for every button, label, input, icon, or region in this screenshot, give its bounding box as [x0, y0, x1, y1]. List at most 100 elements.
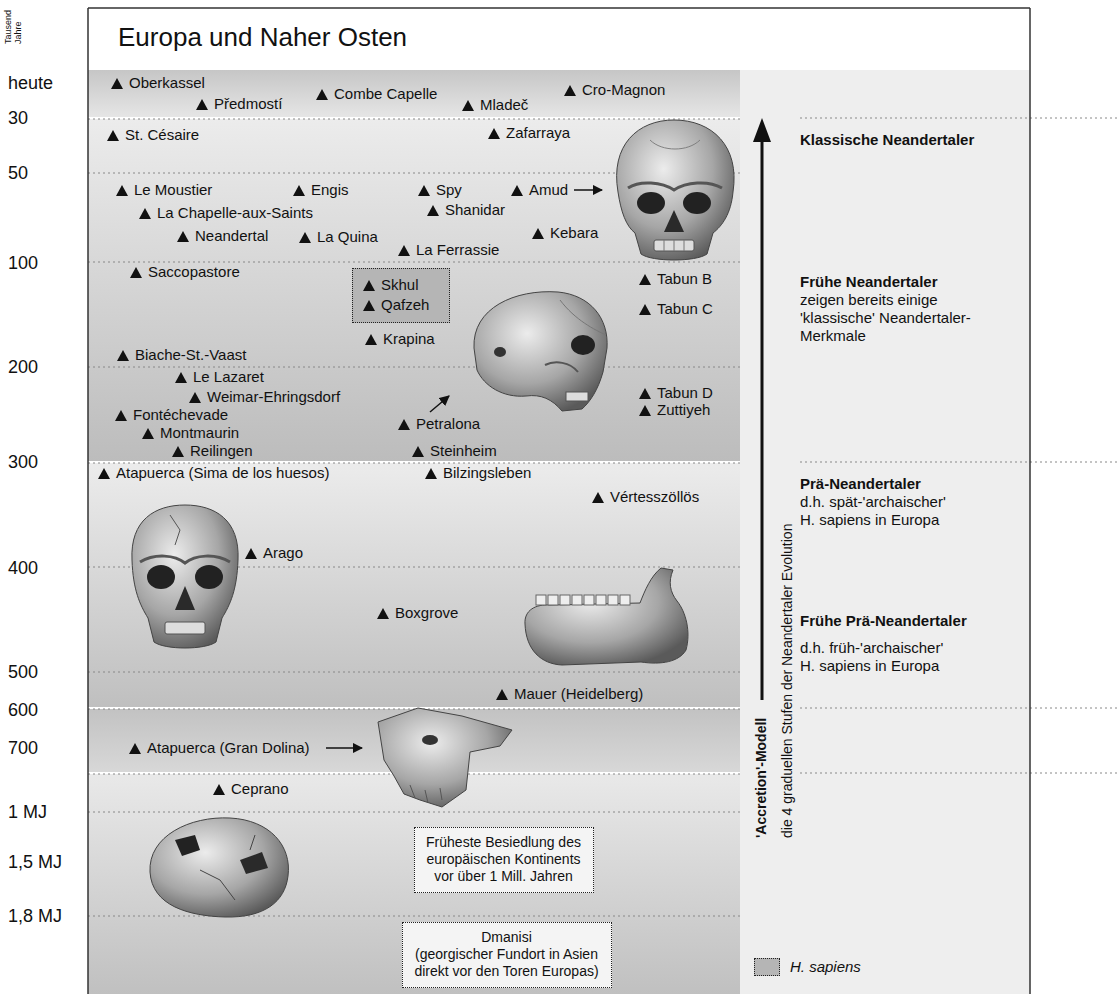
note-box: Früheste Besiedlung des europäischen Kon… [414, 827, 594, 893]
time-band [88, 70, 740, 118]
tooth [608, 595, 618, 605]
site-triangle [111, 78, 123, 89]
axis-header: Tausend Jahre [3, 4, 23, 44]
site-marker [172, 446, 184, 457]
site-triangle [639, 405, 651, 416]
axis-value: 1,5 MJ [8, 852, 62, 872]
site-label: St. Césaire [107, 126, 199, 144]
site-marker [299, 232, 311, 243]
site-triangle [107, 130, 119, 141]
site-label: Tabun B [639, 270, 712, 288]
site-triangle [196, 99, 208, 110]
site-label: Engis [293, 181, 349, 199]
axis-value: 50 [8, 163, 28, 183]
site-marker [139, 208, 151, 219]
text-row: (georgischer Fundort in Asien direkt vor… [413, 946, 600, 980]
site-triangle [365, 334, 377, 345]
note-box: Dmanisi(georgischer Fundort in Asien dir… [402, 922, 612, 988]
band-separator [88, 117, 740, 119]
site-name: Montmaurin [160, 424, 239, 442]
mandible-teeth [536, 595, 630, 605]
site-marker [115, 410, 127, 421]
tooth [584, 595, 594, 605]
axis-tick: 1,8 MJ [8, 905, 62, 927]
site-name: Tabun B [657, 270, 712, 288]
site-triangle [316, 89, 328, 100]
site-label: Tabun C [639, 300, 713, 318]
site-name: Arago [263, 544, 303, 562]
site-triangle [532, 228, 544, 239]
diagram-title: Europa und Naher Osten [118, 22, 407, 52]
tick-line [88, 916, 740, 917]
amud-skull [617, 120, 734, 260]
evolution-arrow-head [753, 118, 771, 142]
time-band [88, 462, 740, 708]
axis-tick: 600 [8, 699, 38, 721]
site-triangle [116, 185, 128, 196]
teeth [566, 392, 588, 401]
site-label: Mladeč [462, 96, 528, 114]
site-marker [175, 372, 187, 383]
fragment-teeth [410, 785, 442, 803]
boundary-line [88, 119, 740, 120]
site-name: Bilzingsleben [443, 464, 531, 482]
site-triangle [299, 232, 311, 243]
site-triangle [462, 100, 474, 111]
ceprano-skull [150, 818, 289, 917]
site-marker [129, 743, 141, 754]
cheek-bone [545, 362, 578, 372]
stage-heading: Prä-Neandertaler [800, 475, 921, 492]
tooth [548, 595, 558, 605]
site-name: La Ferrassie [416, 241, 499, 259]
site-triangle [418, 185, 430, 196]
axis-value: 500 [8, 662, 38, 682]
tooth [560, 595, 570, 605]
site-triangle [592, 492, 604, 503]
box-text: (georgischer Fundort in Asien direkt vor… [414, 946, 598, 979]
site-triangle [172, 446, 184, 457]
site-label: Montmaurin [142, 424, 239, 442]
stage-block: d.h. früh-'archaischer' H. sapiens in Eu… [800, 639, 958, 675]
site-label: Shanidar [427, 201, 505, 219]
skull-crack [170, 515, 180, 545]
axis-tick: 30 [8, 107, 28, 129]
site-triangle [177, 231, 189, 242]
leader-arrow [430, 396, 449, 412]
site-label: Le Moustier [116, 181, 212, 199]
axis-value: 300 [8, 452, 38, 472]
band-separator [88, 707, 740, 709]
axis-tick: 400 [8, 557, 38, 579]
box-content: SkhulQafzeh [363, 275, 429, 315]
site-marker [496, 689, 508, 700]
site-marker [377, 608, 389, 619]
site-marker [639, 274, 651, 285]
stage-block: Frühe Prä-Neandertaler [800, 612, 967, 630]
site-label: Kebara [532, 224, 598, 242]
stage-description: zeigen bereits einige 'klassische' Neand… [800, 291, 971, 344]
brow-ridge [628, 183, 722, 190]
legend-item: H. sapiens [754, 958, 861, 976]
site-name: Mauer (Heidelberg) [514, 685, 643, 703]
tick-line [88, 812, 740, 813]
skull-suture [560, 300, 606, 335]
site-name: Engis [311, 181, 349, 199]
site-triangle [129, 743, 141, 754]
axis-value: 200 [8, 357, 38, 377]
text-row: Qafzeh [363, 295, 429, 315]
legend-text: H. sapiens [790, 958, 861, 976]
box-text: Dmanisi [481, 929, 532, 945]
mauer-mandible [525, 568, 688, 665]
site-label: Weimar-Ehringsdorf [189, 388, 340, 406]
site-name: St. Césaire [125, 126, 199, 144]
site-label: Amud [511, 181, 568, 199]
tooth [620, 595, 630, 605]
site-name: Petralona [416, 415, 480, 433]
axis-value: 400 [8, 558, 38, 578]
axis-tick: 1,5 MJ [8, 851, 62, 873]
axis-value: 1,8 MJ [8, 906, 62, 926]
site-name: Ceprano [231, 780, 289, 798]
site-marker [564, 85, 576, 96]
site-label: La Chapelle-aux-Saints [139, 204, 313, 222]
boundary-line [800, 118, 1117, 119]
stage-heading: Klassische Neandertaler [800, 131, 974, 148]
